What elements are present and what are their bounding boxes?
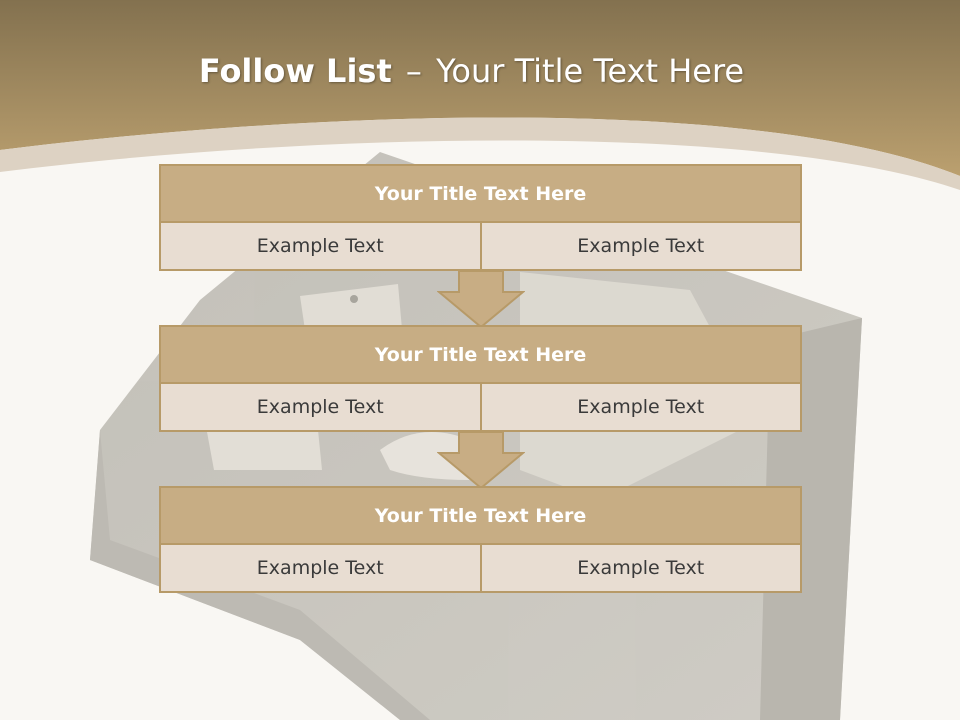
block-title: Your Title Text Here xyxy=(161,488,800,545)
slide-title: Follow List – Your Title Text Here xyxy=(0,52,943,90)
slide-title-subtitle: Your Title Text Here xyxy=(436,52,745,90)
slide-title-main: Follow List xyxy=(198,52,392,90)
block-row: Example Text Example Text xyxy=(161,223,800,269)
block-cell-left: Example Text xyxy=(161,384,480,430)
down-arrow-icon xyxy=(437,431,525,489)
down-arrow-icon xyxy=(437,270,525,328)
slide-title-separator: – xyxy=(405,52,422,90)
block-title: Your Title Text Here xyxy=(161,327,800,384)
block-row: Example Text Example Text xyxy=(161,545,800,591)
list-block-2: Your Title Text Here Example Text Exampl… xyxy=(159,325,802,432)
list-block-1: Your Title Text Here Example Text Exampl… xyxy=(159,164,802,271)
block-cell-right: Example Text xyxy=(479,545,800,591)
block-cell-left: Example Text xyxy=(161,545,480,591)
block-cell-right: Example Text xyxy=(479,223,800,269)
block-cell-left: Example Text xyxy=(161,223,480,269)
block-cell-right: Example Text xyxy=(479,384,800,430)
list-block-3: Your Title Text Here Example Text Exampl… xyxy=(159,486,802,593)
block-row: Example Text Example Text xyxy=(161,384,800,430)
block-title: Your Title Text Here xyxy=(161,166,800,223)
